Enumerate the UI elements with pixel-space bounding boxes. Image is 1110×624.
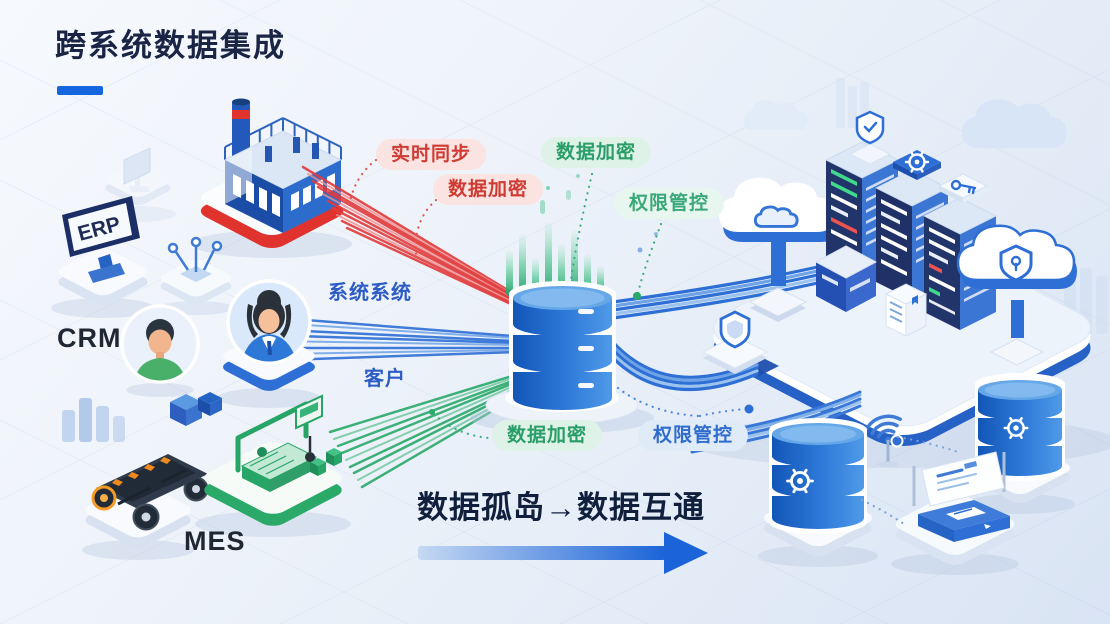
shield-card-icon xyxy=(701,310,769,374)
gear-glyph xyxy=(1003,417,1029,439)
packages-icon xyxy=(170,392,222,426)
female-avatar xyxy=(217,279,321,408)
circuit-icon xyxy=(158,236,234,315)
network-cube-icon xyxy=(814,245,878,312)
headline-text: 数据孤岛→数据互通 xyxy=(417,490,705,525)
connector-dot-green-2 xyxy=(429,409,435,415)
document-box-icon xyxy=(884,283,928,337)
flow-arrow xyxy=(418,532,708,574)
production-line-icon xyxy=(195,394,351,537)
badge-access-blue: 权限管控 xyxy=(638,420,749,451)
factory-icon xyxy=(192,98,352,258)
badge-encrypt-red: 数据加密 xyxy=(433,174,544,205)
label-crm: CRM xyxy=(57,323,122,353)
label-mes: MES xyxy=(184,526,246,556)
connector-dot-green xyxy=(633,292,641,300)
badge-realtime-sync: 实时同步 xyxy=(376,139,487,170)
sky-cloud-small xyxy=(744,100,808,130)
male-avatar xyxy=(120,304,200,397)
page-title: 跨系统数据集成 xyxy=(55,28,286,63)
sky-cloud-large xyxy=(962,99,1067,149)
gear-icon xyxy=(893,150,941,180)
badge-access-green: 权限管控 xyxy=(614,188,725,219)
shield-icon xyxy=(848,110,892,165)
dashed-connectors xyxy=(347,158,960,526)
terminal-icon xyxy=(891,451,1019,575)
label-customer-link: 客户 xyxy=(364,368,406,390)
agv-chassis-icon xyxy=(82,454,209,560)
chart-bars-icon xyxy=(62,398,125,442)
wifi-icon xyxy=(864,414,904,467)
connector-dot-blue xyxy=(744,404,754,414)
title-underline xyxy=(57,86,103,95)
label-system-link: 系统系统 xyxy=(328,282,412,304)
cloud-icon xyxy=(719,177,839,322)
lock-cloud-icon xyxy=(956,224,1077,366)
gear-glyph xyxy=(786,468,814,494)
badge-encrypt-green-top: 数据加密 xyxy=(541,137,652,168)
database-node-1-icon xyxy=(758,418,878,567)
data-bundle-a xyxy=(611,264,824,320)
badge-encrypt-green-bottom: 数据加密 xyxy=(492,420,603,451)
erp-monitor-icon: ERP xyxy=(51,196,155,318)
key-icon xyxy=(937,173,989,203)
